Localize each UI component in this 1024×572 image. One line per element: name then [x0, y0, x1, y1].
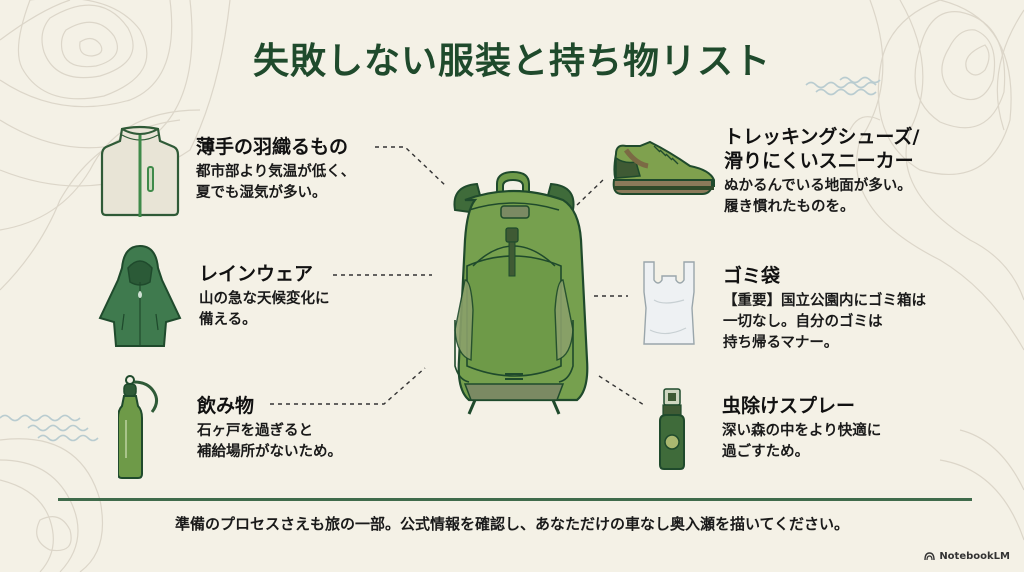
item-title: ゴミ袋	[723, 265, 781, 287]
spray-bottle-icon	[659, 388, 685, 470]
item-description: 山の急な天候変化に 備える。	[199, 291, 330, 328]
connector-lines	[270, 146, 645, 406]
item-drink: 飲み物 石ヶ戸を過ぎると 補給場所がないため。	[197, 394, 342, 463]
item-jacket: 薄手の羽織るもの 都市部より気温が低く、 夏でも湿気が多い。	[196, 135, 355, 204]
plastic-bag-icon	[643, 261, 695, 345]
item-title: レインウェア	[199, 263, 314, 285]
item-title-line2: 滑りにくいスニーカー	[724, 150, 914, 172]
item-description: 【重要】国立公園内にゴミ箱は 一切なし。自分のゴミは 持ち帰るマナー。	[723, 293, 926, 351]
item-shoes: トレッキングシューズ/ 滑りにくいスニーカー ぬかるんでいる地面が多い。 履き慣…	[724, 125, 919, 218]
item-description: 石ヶ戸を過ぎると 補給場所がないため。	[197, 423, 342, 460]
item-description: ぬかるんでいる地面が多い。 履き慣れたものを。	[724, 178, 912, 215]
wave-decoration	[0, 76, 881, 442]
brand-watermark: NotebookLM	[924, 551, 1010, 562]
item-description: 深い森の中をより快適に 過ごすため。	[722, 423, 882, 460]
item-title: 薄手の羽織るもの	[196, 136, 349, 158]
item-trash-bag: ゴミ袋 【重要】国立公園内にゴミ箱は 一切なし。自分のゴミは 持ち帰るマナー。	[723, 264, 926, 354]
raincoat-icon	[98, 244, 182, 347]
backpack-icon	[453, 170, 589, 415]
item-title: 飲み物	[197, 395, 255, 417]
notebooklm-logo-icon	[924, 552, 936, 561]
item-title-line1: トレッキングシューズ/	[724, 126, 920, 148]
item-title: 虫除けスプレー	[722, 395, 856, 417]
footer-message: 準備のプロセスさえも旅の一部。公式情報を確認し、あなただけの車なし奥入瀬を描いて…	[174, 515, 850, 533]
water-bottle-icon	[118, 375, 159, 479]
item-rainwear: レインウェア 山の急な天候変化に 備える。	[199, 262, 330, 331]
jacket-icon	[100, 125, 180, 217]
item-description: 都市部より気温が低く、 夏でも湿気が多い。	[196, 164, 356, 201]
footer-divider	[58, 498, 972, 501]
page-title: 失敗しない服装と持ち物リスト	[252, 41, 771, 82]
shoe-icon	[612, 140, 715, 195]
item-bug-spray: 虫除けスプレー 深い森の中をより快適に 過ごすため。	[722, 394, 881, 463]
brand-label: NotebookLM	[939, 551, 1010, 562]
